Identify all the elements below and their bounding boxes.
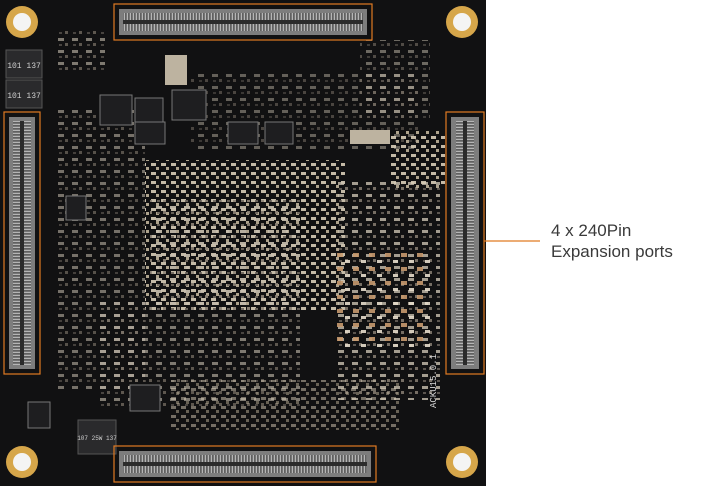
mounting-holes — [6, 6, 478, 478]
board-artwork: 101 137 101 137 107 25W 137 ACKU15.0.1 — [3, 3, 485, 483]
callout-line-1: 4 x 240Pin — [551, 221, 632, 240]
inductor-mark-3: 107 25W 137 — [77, 435, 117, 442]
connector-top — [113, 3, 373, 41]
ic-packages — [27, 55, 390, 429]
inductor-mark-2: 101 137 — [7, 92, 41, 101]
callout-line-2: Expansion ports — [551, 242, 673, 261]
inductors: 101 137 101 137 107 25W 137 — [5, 49, 117, 455]
component-field — [55, 30, 445, 430]
connector-bottom — [113, 445, 377, 483]
connector-right — [445, 111, 485, 375]
callout-label: 4 x 240Pin Expansion ports — [551, 220, 673, 262]
inductor-mark-1: 101 137 — [7, 62, 41, 71]
fpga-core-board: 101 137 101 137 107 25W 137 ACKU15.0.1 — [0, 0, 486, 486]
connector-left — [3, 111, 41, 375]
board-version-label: ACKU15.0.1 — [429, 354, 439, 408]
